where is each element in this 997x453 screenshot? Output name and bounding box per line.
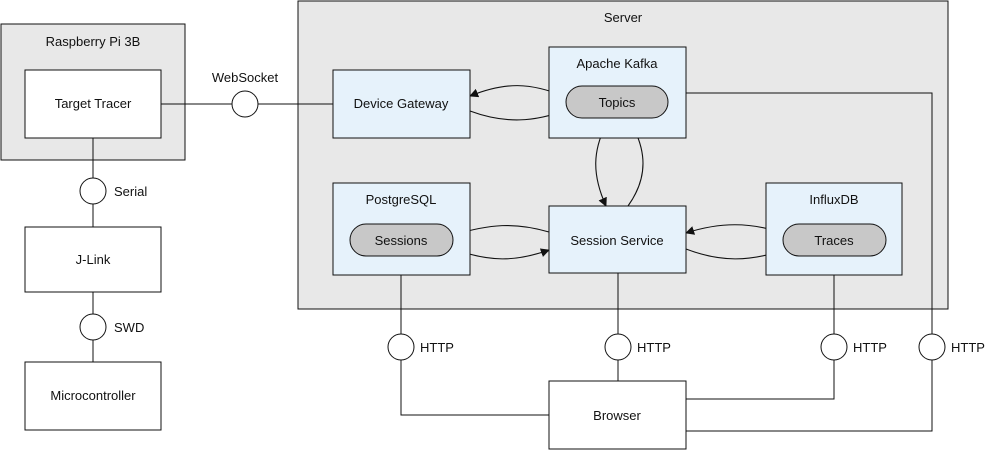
serial-label: Serial (114, 184, 147, 199)
line-http-browser-far (686, 360, 933, 432)
http-influx-label: HTTP (853, 340, 887, 355)
raspberry-pi-label: Raspberry Pi 3B (46, 34, 141, 49)
traces-pill (782, 223, 887, 257)
jlink-label: J-Link (76, 252, 111, 267)
http-session-label: HTTP (637, 340, 671, 355)
target-tracer-label: Target Tracer (55, 96, 132, 111)
http-session-interface-icon (604, 333, 632, 361)
influxdb-node[interactable]: InfluxDB Traces (765, 182, 903, 276)
microcontroller-label: Microcontroller (50, 388, 136, 403)
http-postgres-label: HTTP (420, 340, 454, 355)
server-label: Server (604, 10, 643, 25)
target-tracer-node[interactable]: Target Tracer (24, 69, 162, 139)
line-kafka-http (686, 92, 933, 334)
websocket-label: WebSocket (212, 70, 279, 85)
http-influx-interface-icon (820, 333, 848, 361)
apache-kafka-node[interactable]: Apache Kafka Topics (548, 46, 687, 139)
swd-interface-icon (79, 313, 107, 341)
sessions-label: Sessions (375, 233, 428, 248)
session-service-node[interactable]: Session Service (548, 205, 687, 274)
websocket-interface-icon (231, 90, 259, 118)
topics-label: Topics (599, 95, 636, 110)
device-gateway-label: Device Gateway (354, 96, 449, 111)
topics-pill (565, 85, 669, 119)
postgresql-label: PostgreSQL (366, 192, 437, 207)
serial-interface-icon (79, 177, 107, 205)
influxdb-label: InfluxDB (809, 192, 858, 207)
traces-label: Traces (814, 233, 854, 248)
jlink-node[interactable]: J-Link (24, 226, 162, 293)
sessions-pill (349, 223, 454, 257)
session-service-label: Session Service (570, 233, 663, 248)
http-postgres-interface-icon (387, 333, 415, 361)
browser-node[interactable]: Browser (548, 380, 687, 450)
connection-lines (92, 92, 933, 432)
browser-label: Browser (593, 408, 641, 423)
line-http-browser-left (400, 360, 549, 416)
postgresql-node[interactable]: PostgreSQL Sessions (332, 182, 471, 276)
apache-kafka-label: Apache Kafka (577, 56, 659, 71)
line-http-browser-right (686, 360, 835, 400)
http-kafka-label: HTTP (951, 340, 985, 355)
swd-label: SWD (114, 320, 144, 335)
device-gateway-node[interactable]: Device Gateway (332, 69, 471, 139)
microcontroller-node[interactable]: Microcontroller (24, 361, 162, 431)
http-kafka-interface-icon (918, 333, 946, 361)
